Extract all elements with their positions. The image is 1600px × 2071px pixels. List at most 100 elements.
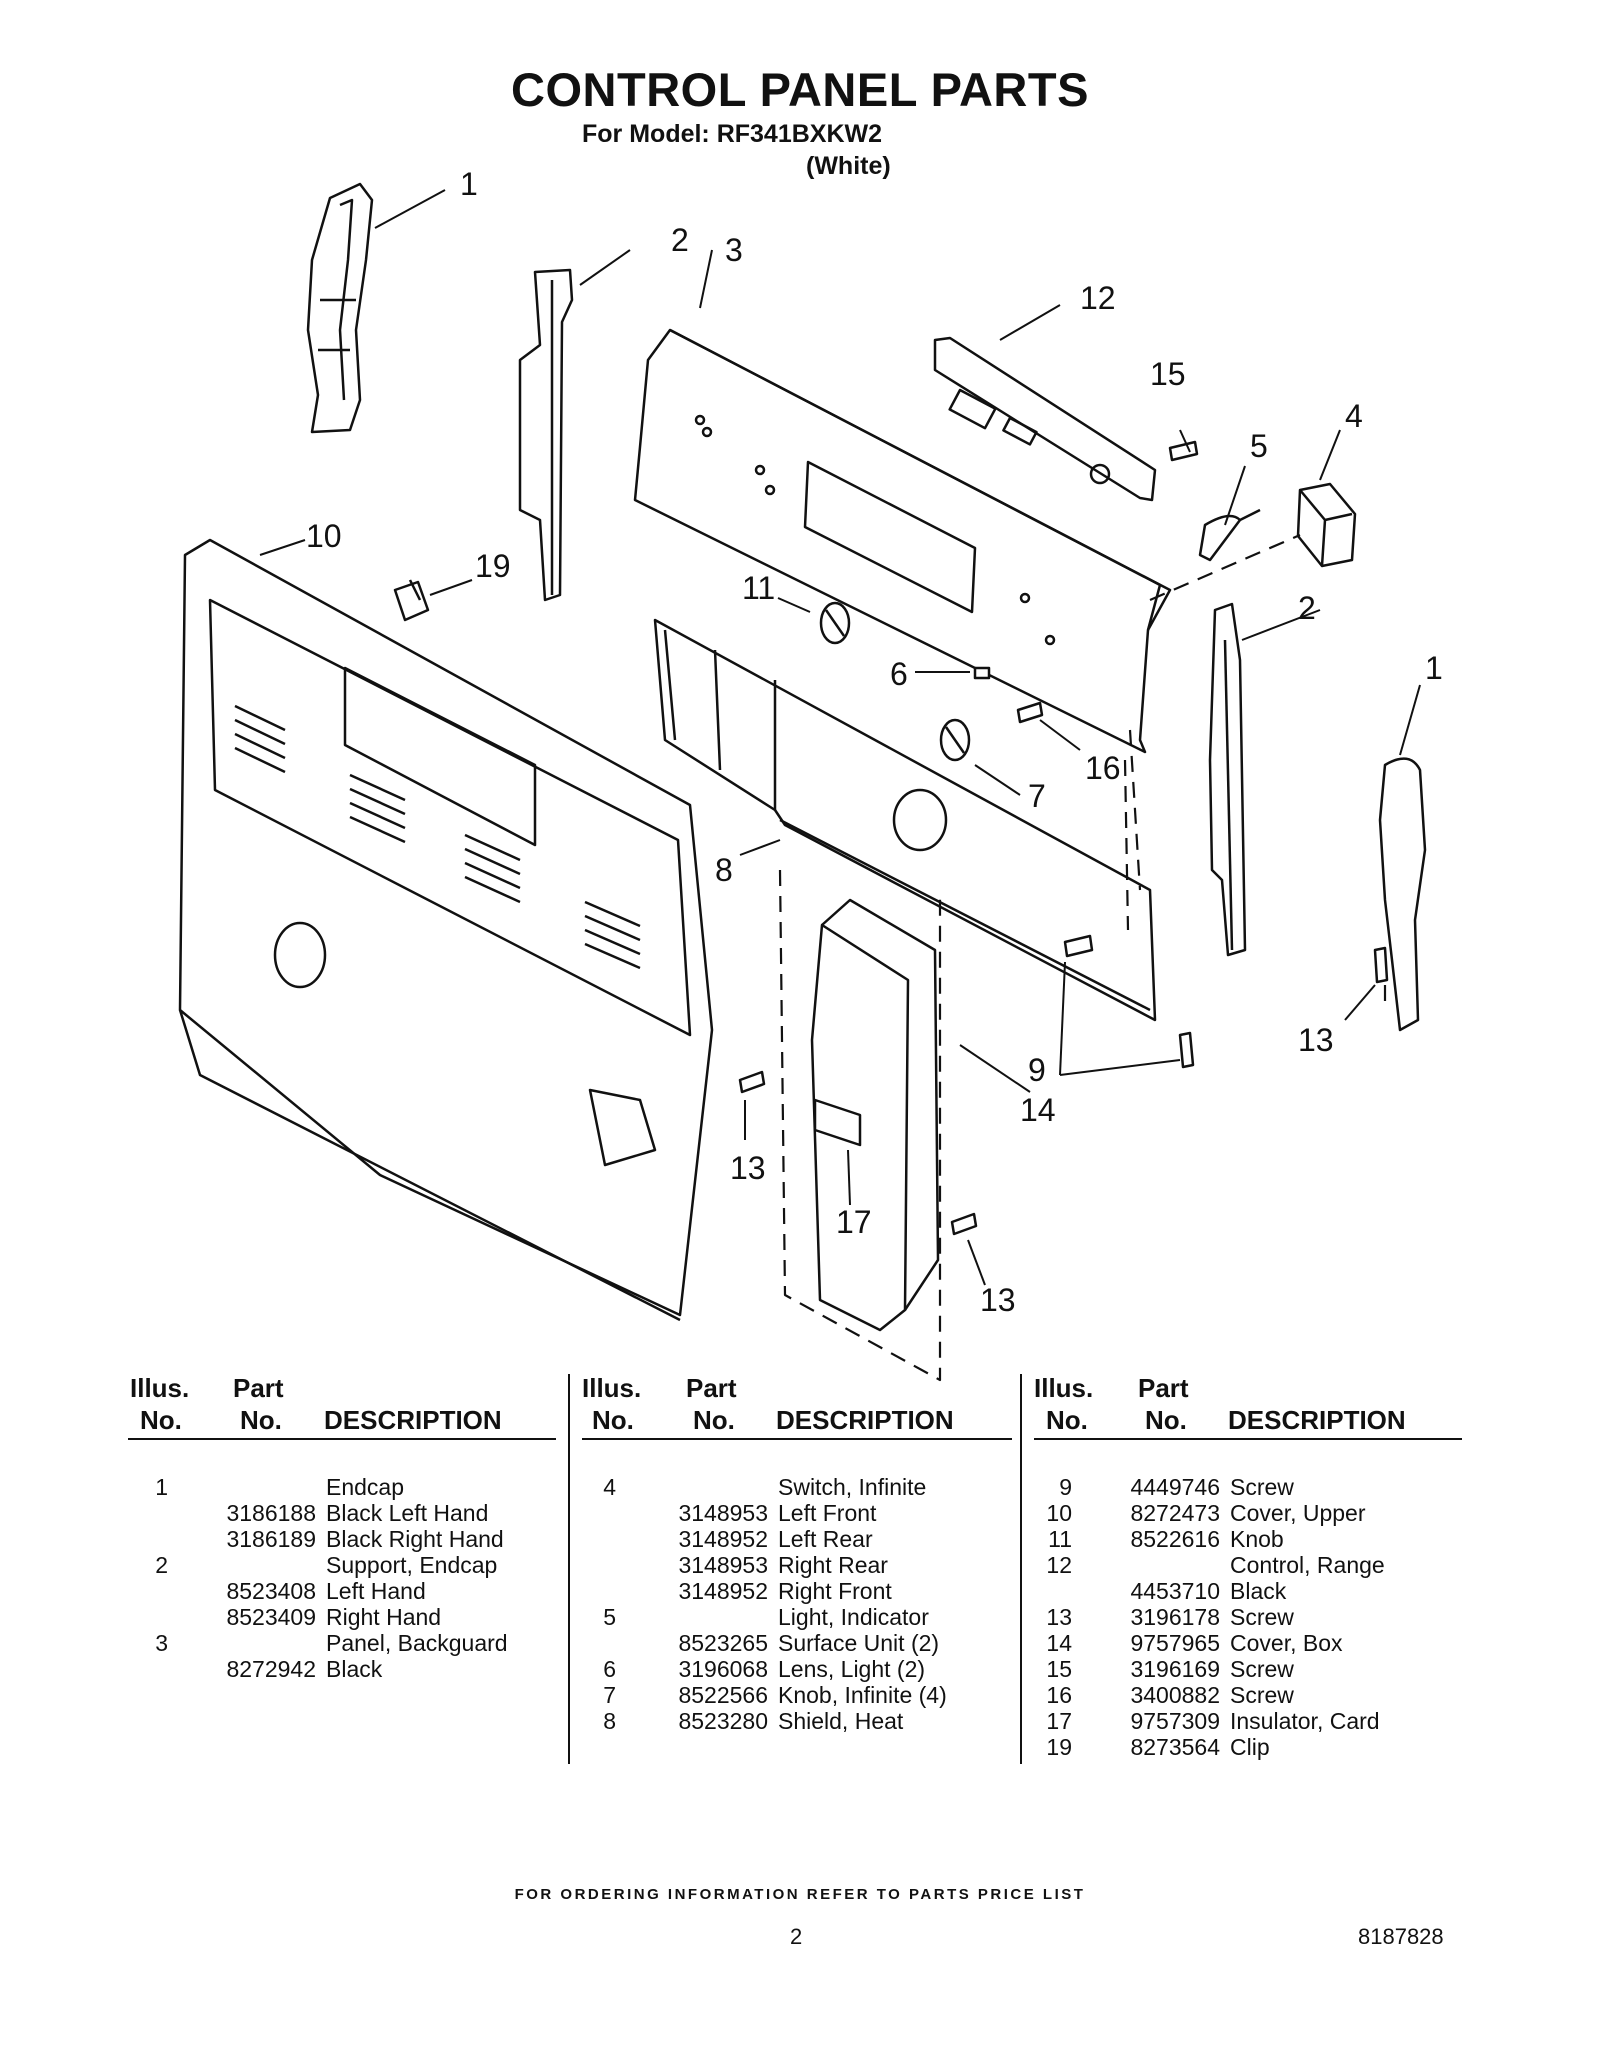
light-lens-part [973, 666, 991, 680]
part-number: 8522566 [678, 1682, 768, 1708]
header-part-3: Part [1138, 1373, 1189, 1403]
assembly-dashed-lines [778, 533, 1387, 1382]
page-title: CONTROL PANEL PARTS [511, 63, 1089, 116]
part-number: 3196169 [1130, 1656, 1220, 1682]
description: Light, Indicator [778, 1604, 929, 1630]
illus-no: 4 [603, 1474, 616, 1500]
part-number: 3186188 [226, 1500, 316, 1526]
description: Right Rear [778, 1552, 888, 1578]
description: Switch, Infinite [778, 1474, 927, 1500]
description: Black Left Hand [326, 1500, 489, 1526]
header-part-2: Part [686, 1373, 737, 1403]
description: Black [1230, 1578, 1287, 1604]
callout-19: 19 [475, 548, 511, 584]
exploded-parts-diagram [178, 182, 1427, 1382]
description: Right Hand [326, 1604, 442, 1630]
indicator-light-part [1198, 508, 1261, 562]
callout-2-right: 2 [1298, 590, 1316, 626]
color-line: (White) [806, 152, 891, 180]
description: Left Hand [326, 1578, 426, 1604]
screw-parts [738, 440, 1389, 1236]
document-number: 8187828 [1358, 1924, 1444, 1949]
callout-14: 14 [1020, 1092, 1056, 1128]
callout-13-left: 13 [730, 1150, 766, 1186]
callout-12: 12 [1080, 280, 1116, 316]
range-control-part [933, 336, 1157, 502]
part-number: 3148952 [678, 1578, 768, 1604]
description: Endcap [326, 1474, 405, 1500]
description: Insulator, Card [1230, 1708, 1380, 1734]
illus-no: 15 [1046, 1656, 1072, 1682]
illus-no: 9 [1059, 1474, 1072, 1500]
callout-leader-lines [259, 189, 1421, 1286]
upper-cover-part [178, 538, 714, 1322]
part-number: 8522616 [1130, 1526, 1220, 1552]
header-rule-1 [128, 1438, 556, 1440]
endcap-left-part [306, 182, 374, 434]
model-line: For Model: RF341BXKW2 [582, 120, 883, 148]
illus-no: 2 [155, 1552, 168, 1578]
header-part-no-3: No. [1145, 1405, 1187, 1435]
part-number: 9757309 [1130, 1708, 1220, 1734]
illus-no: 14 [1046, 1630, 1072, 1656]
header-desc-3: DESCRIPTION [1228, 1405, 1406, 1435]
header-illus-2: Illus. [582, 1373, 642, 1403]
description: Surface Unit (2) [778, 1630, 940, 1656]
part-number: 8272473 [1130, 1500, 1220, 1526]
description: Left Rear [778, 1526, 873, 1552]
description: Right Front [778, 1578, 892, 1604]
description: Control, Range [1230, 1552, 1385, 1578]
description: Shield, Heat [778, 1708, 904, 1734]
header-desc-1: DESCRIPTION [324, 1405, 502, 1435]
header-desc-2: DESCRIPTION [776, 1405, 954, 1435]
description: Support, Endcap [326, 1552, 498, 1578]
illus-no: 6 [603, 1656, 616, 1682]
callout-10: 10 [306, 518, 342, 554]
illus-no: 19 [1046, 1734, 1072, 1760]
illus-no: 16 [1046, 1682, 1072, 1708]
screw-16-part [1016, 701, 1044, 724]
callout-11: 11 [742, 570, 776, 606]
description: Screw [1230, 1604, 1294, 1630]
part-number: 3196068 [678, 1656, 768, 1682]
header-illus-no-3: No. [1046, 1405, 1088, 1435]
backguard-panel-part [633, 328, 1172, 754]
description: Panel, Backguard [326, 1630, 508, 1656]
header-rule-2 [582, 1438, 1012, 1440]
header-illus-1: Illus. [130, 1373, 190, 1403]
clip-part [393, 579, 430, 622]
callout-13-right: 13 [1298, 1022, 1334, 1058]
callout-17: 17 [836, 1204, 872, 1240]
description: Lens, Light (2) [778, 1656, 926, 1682]
description: Black [326, 1656, 383, 1682]
callout-3: 3 [725, 232, 743, 268]
header-illus-no-1: No. [140, 1405, 182, 1435]
part-number: 8523265 [678, 1630, 768, 1656]
part-number: 3148953 [678, 1552, 768, 1578]
description: Cover, Box [1230, 1630, 1343, 1656]
illus-no: 11 [1048, 1526, 1072, 1552]
part-number: 4449746 [1130, 1474, 1220, 1500]
callout-1-left: 1 [460, 166, 478, 202]
header-part-no-2: No. [693, 1405, 735, 1435]
description: Screw [1230, 1474, 1294, 1500]
description: Cover, Upper [1230, 1500, 1366, 1526]
ordering-note: FOR ORDERING INFORMATION REFER TO PARTS … [514, 1886, 1086, 1903]
endcap-support-right-part [1208, 602, 1247, 957]
callout-1-right: 1 [1425, 650, 1443, 686]
illus-no: 17 [1046, 1708, 1072, 1734]
description: Black Right Hand [326, 1526, 504, 1552]
part-number: 9757965 [1130, 1630, 1220, 1656]
part-number: 8523409 [226, 1604, 316, 1630]
endcap-support-left-part [518, 268, 574, 602]
part-number: 8523280 [678, 1708, 768, 1734]
page-number: 2 [790, 1924, 803, 1949]
description: Screw [1230, 1656, 1294, 1682]
description: Knob [1230, 1526, 1284, 1552]
description: Screw [1230, 1682, 1294, 1708]
description: Knob, Infinite (4) [778, 1682, 947, 1708]
part-number: 8272942 [226, 1656, 316, 1682]
illus-no: 10 [1046, 1500, 1072, 1526]
part-number: 4453710 [1130, 1578, 1220, 1604]
infinite-switch-part [1296, 482, 1357, 568]
